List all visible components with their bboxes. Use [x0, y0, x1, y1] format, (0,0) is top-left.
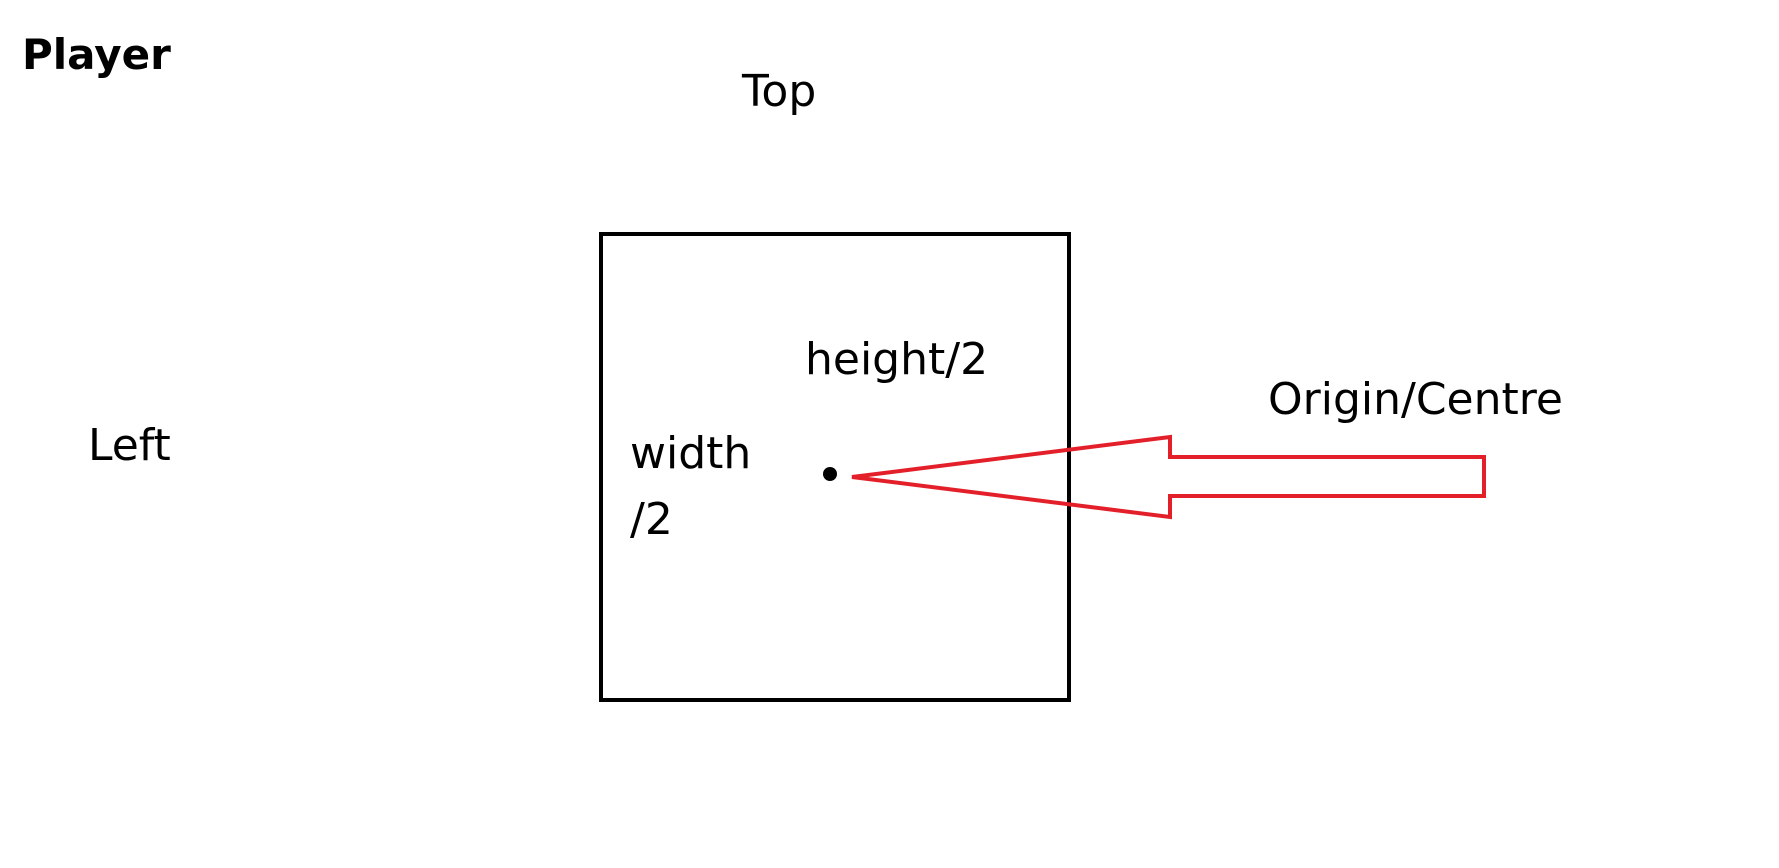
origin-arrow: [851, 434, 1486, 520]
player-box: [599, 232, 1071, 702]
origin-point: [823, 467, 837, 481]
left-label: Left: [88, 420, 171, 471]
height-half-label: height/2: [805, 334, 989, 385]
width-half-label-line2: /2: [630, 494, 673, 545]
player-title: Player: [22, 30, 171, 79]
origin-label: Origin/Centre: [1268, 374, 1563, 425]
top-label: Top: [742, 66, 817, 117]
width-half-label-line1: width: [630, 428, 752, 479]
